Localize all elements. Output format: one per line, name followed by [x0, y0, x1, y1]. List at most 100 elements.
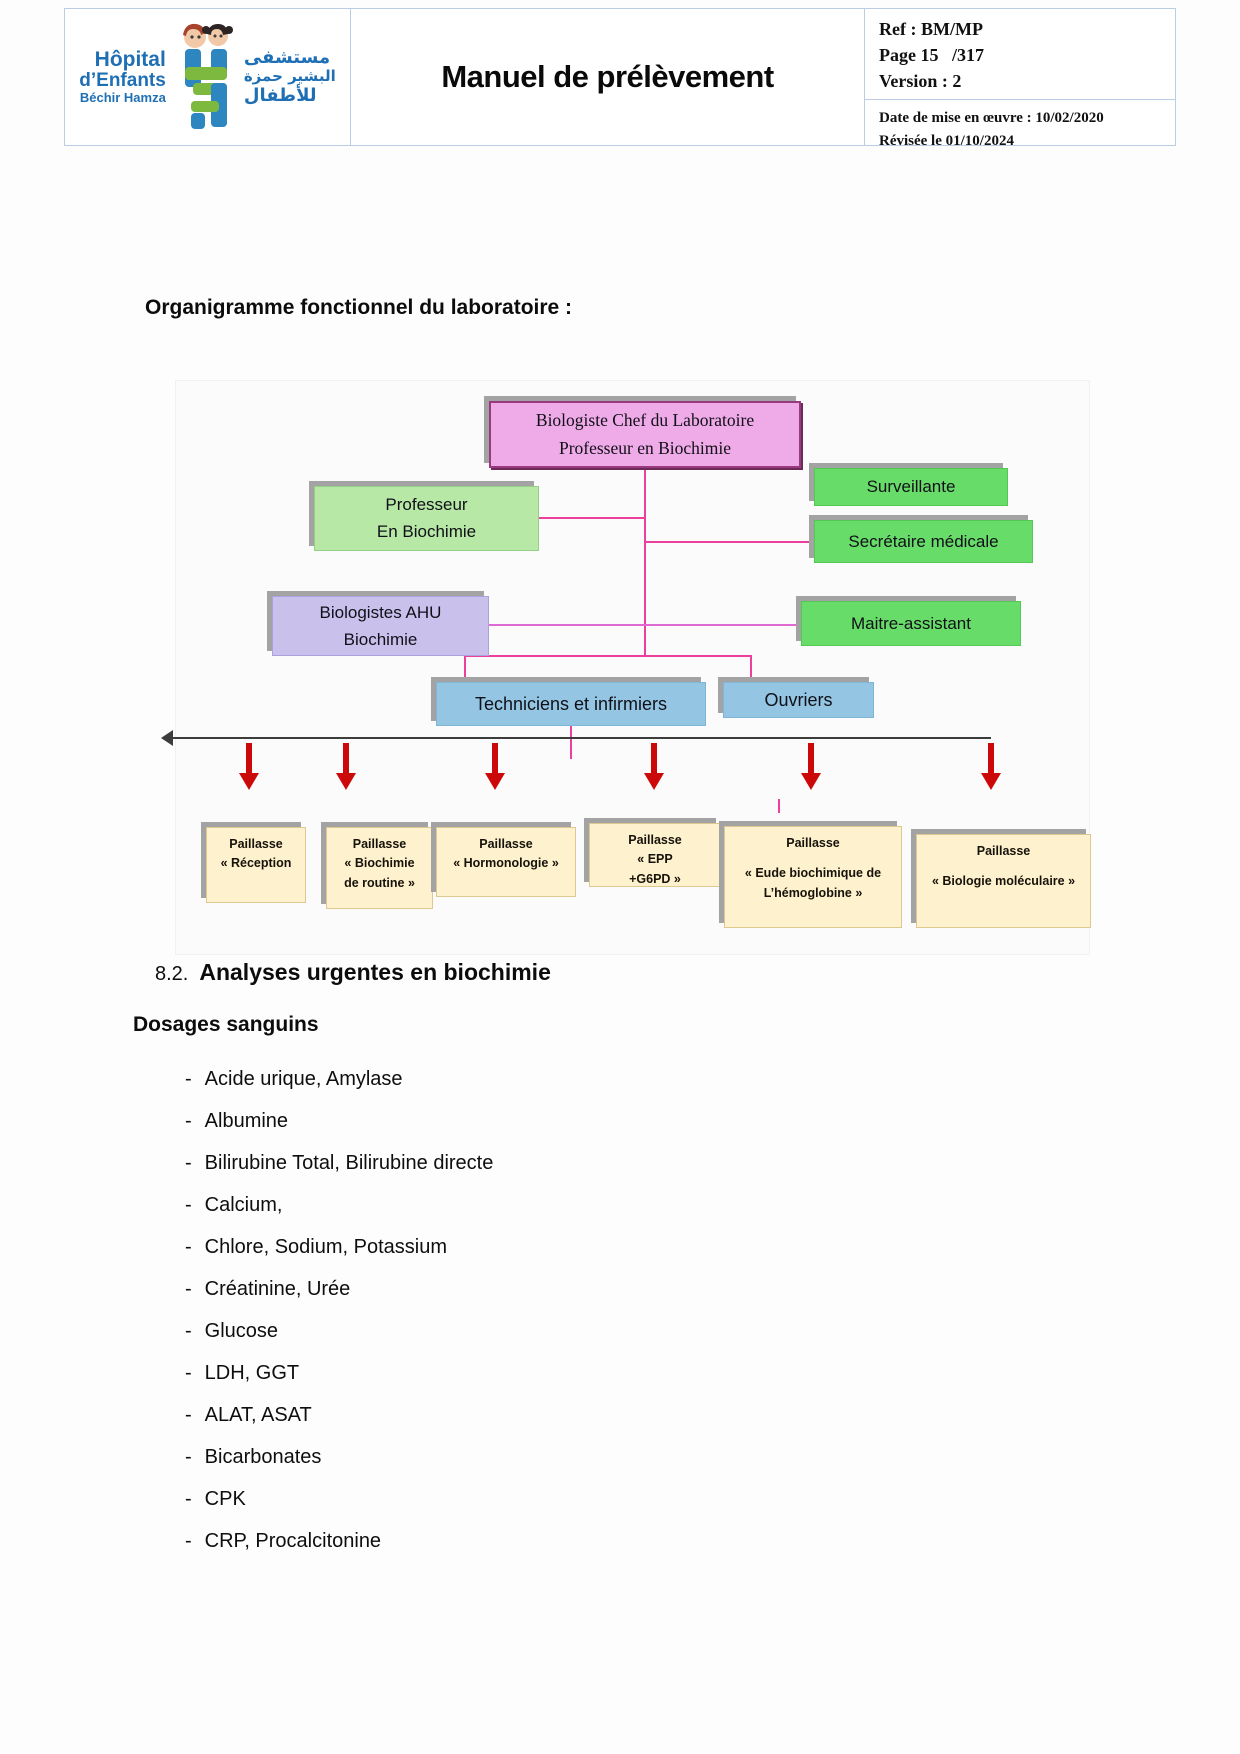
distribution-line [161, 730, 991, 746]
section-title: Analyses urgentes en biochimie [199, 959, 551, 985]
dash-marker: - [185, 1235, 192, 1258]
node-biologistes-ahu: Biologistes AHU Biochimie [272, 596, 489, 656]
logo-text-line: d’Enfants [79, 70, 166, 92]
connector-line [645, 541, 814, 543]
node-paillasse-hormonologie: Paillasse « Hormonologie » [436, 827, 576, 897]
node-paillasse-etude-hemoglobine: Paillasse « Eude biochimique de L’hémogl… [724, 826, 902, 928]
org-chart: Biologiste Chef du Laboratoire Professeu… [161, 380, 1091, 955]
dash-marker: - [185, 1067, 192, 1090]
section-number: 8.2. [155, 963, 189, 985]
down-arrow-icon [239, 743, 259, 793]
connector-line [750, 655, 752, 683]
document-title: Manuel de prélèvement [441, 59, 774, 94]
date-revised: Révisée le 01/10/2024 [879, 133, 1014, 149]
orgchart-section-title: Organigramme fonctionnel du laboratoire … [145, 296, 573, 319]
hospital-logo-french-text: Hôpital d’Enfants Béchir Hamza [79, 49, 166, 105]
list-item: -Bicarbonates [185, 1436, 493, 1478]
list-item: -CPK [185, 1478, 493, 1520]
list-item: -Acide urique, Amylase [185, 1058, 493, 1100]
node-label: « Biochimie [344, 856, 415, 871]
dash-marker: - [185, 1445, 192, 1468]
reference-dates: Date de mise en œuvre : 10/02/2020 Révis… [865, 100, 1175, 153]
list-item-text: ALAT, ASAT [204, 1403, 312, 1426]
section-8-2-heading: 8.2. Analyses urgentes en biochimie [155, 959, 551, 986]
connector-line [464, 655, 466, 683]
list-item-text: LDH, GGT [204, 1361, 300, 1384]
node-label: Biochimie [343, 630, 418, 649]
hospital-children-logo-icon [182, 23, 233, 129]
list-item: -Albumine [185, 1100, 493, 1142]
dosages-list: -Acide urique, Amylase -Albumine -Biliru… [185, 1058, 493, 1562]
node-label: Paillasse [479, 837, 533, 851]
dash-marker: - [185, 1193, 192, 1216]
dash-marker: - [185, 1403, 192, 1426]
down-arrow-icon [801, 743, 821, 793]
page-number: Page 15 /317 [879, 45, 984, 65]
node-label: Secrétaire médicale [848, 531, 999, 551]
list-item: -Calcium, [185, 1184, 493, 1226]
date-implemented: Date de mise en œuvre : 10/02/2020 [879, 110, 1104, 126]
left-arrow-icon [153, 730, 173, 746]
list-item-text: CRP, Procalcitonine [204, 1529, 382, 1552]
list-item-text: Glucose [204, 1319, 279, 1342]
connector-line [464, 655, 752, 657]
list-item-text: Créatinine, Urée [204, 1277, 351, 1300]
node-label: Paillasse [976, 844, 1031, 858]
logo-text-line: Hôpital [94, 48, 166, 72]
list-item: -Bilirubine Total, Bilirubine directe [185, 1142, 493, 1184]
node-paillasse-reception: Paillasse « Réception [206, 827, 306, 903]
node-label: Professeur [385, 495, 468, 514]
logo-text-line: مستشفى [243, 46, 331, 68]
reference-top: Ref : BM/MP Page 15 /317 Version : 2 [865, 9, 1175, 100]
node-label: Techniciens et infirmiers [474, 693, 668, 714]
node-label: Paillasse [229, 837, 283, 851]
list-item: -Créatinine, Urée [185, 1268, 493, 1310]
node-ouvriers: Ouvriers [723, 682, 874, 718]
node-label: « Biologie moléculaire » [931, 874, 1076, 889]
node-label: de routine » [344, 875, 415, 890]
node-label: L’hémoglobine » [763, 885, 863, 900]
node-label: Paillasse [786, 836, 840, 850]
connector-line [489, 624, 801, 626]
node-label: « Réception [220, 856, 292, 871]
node-label: Ouvriers [764, 689, 833, 710]
node-maitre-assistant: Maitre-assistant [801, 601, 1021, 646]
dash-marker: - [185, 1109, 192, 1132]
node-label: Paillasse [628, 833, 682, 847]
node-paillasse-biologie-moleculaire: Paillasse « Biologie moléculaire » [916, 834, 1091, 928]
dash-marker: - [185, 1277, 192, 1300]
node-professeur-biochimie: Professeur En Biochimie [314, 486, 539, 551]
node-label: « Hormonologie » [453, 856, 559, 871]
dash-marker: - [185, 1319, 192, 1342]
dash-marker: - [185, 1529, 192, 1552]
hospital-logo: Hôpital d’Enfants Béchir Hamza [65, 9, 351, 145]
list-item-text: Albumine [204, 1109, 289, 1132]
node-label: Professeur en Biochimie [558, 437, 732, 458]
node-label: +G6PD » [629, 871, 681, 886]
dosages-sanguins-title: Dosages sanguins [133, 1013, 319, 1036]
list-item-text: Acide urique, Amylase [204, 1067, 403, 1090]
list-item: -ALAT, ASAT [185, 1394, 493, 1436]
down-arrow-icon [485, 743, 505, 793]
document-title-cell: Manuel de prélèvement [351, 9, 865, 145]
connector-line [570, 726, 572, 759]
node-label: En Biochimie [376, 522, 477, 541]
node-biologiste-chef: Biologiste Chef du Laboratoire Professeu… [489, 401, 801, 468]
list-item: -CRP, Procalcitonine [185, 1520, 493, 1562]
node-label: Biologiste Chef du Laboratoire [535, 410, 755, 431]
list-item-text: Bicarbonates [204, 1445, 322, 1468]
node-surveillante: Surveillante [814, 468, 1008, 506]
connector-line [539, 517, 646, 519]
node-label: Paillasse [352, 837, 407, 851]
down-arrow-icon [981, 743, 1001, 793]
list-item: -Chlore, Sodium, Potassium [185, 1226, 493, 1268]
dash-marker: - [185, 1487, 192, 1510]
list-item-text: CPK [204, 1487, 246, 1510]
version: Version : 2 [879, 71, 962, 91]
hospital-logo-arabic-text: مستشفى البشير حمزة للأطفال [243, 46, 336, 107]
logo-text-line: البشير حمزة [243, 67, 336, 86]
node-label: Biologistes AHU [319, 602, 442, 622]
ref-code: Ref : BM/MP [879, 19, 983, 39]
dash-marker: - [185, 1361, 192, 1384]
